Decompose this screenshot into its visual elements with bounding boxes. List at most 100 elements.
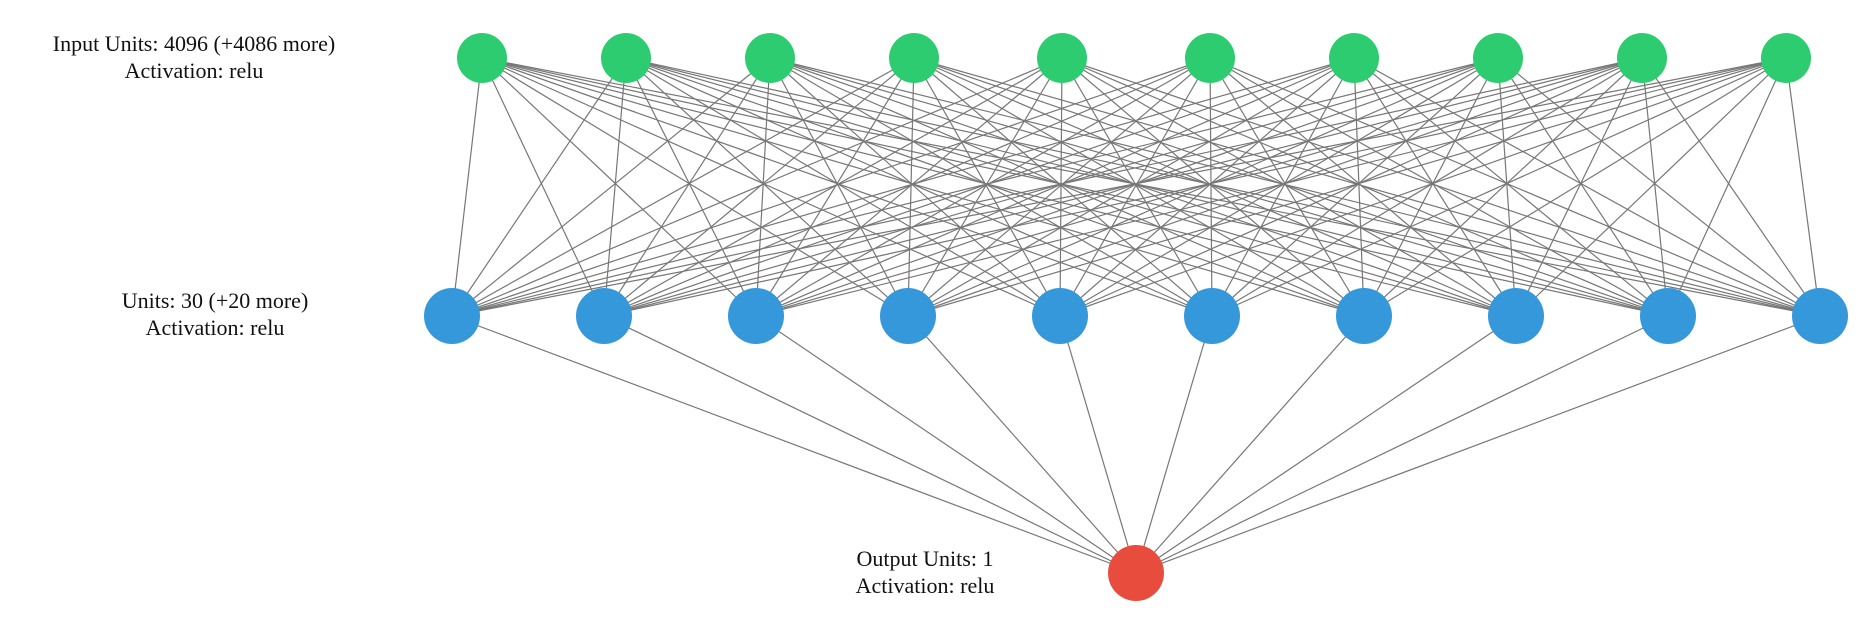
input-node-0 — [457, 33, 507, 83]
node-group — [424, 33, 1848, 601]
edge-input-6-to-hidden-6 — [1353, 57, 1365, 317]
edge-input-6-to-hidden-8 — [1353, 57, 1669, 317]
edge-input-1-to-hidden-5 — [625, 57, 1213, 317]
hidden-node-9 — [1792, 288, 1848, 344]
input-layer-label: Input Units: 4096 (+4086 more) Activatio… — [0, 30, 388, 84]
edge-input-2-to-hidden-4 — [769, 57, 1061, 317]
edge-hidden-2-to-output-0 — [755, 315, 1137, 574]
edge-input-2-to-hidden-5 — [769, 57, 1213, 317]
output-activation-text: Activation: relu — [855, 573, 995, 598]
input-node-1 — [601, 33, 651, 83]
edge-input-1-to-hidden-0 — [451, 57, 627, 317]
hidden-node-5 — [1184, 288, 1240, 344]
edge-input-6-to-hidden-2 — [755, 57, 1355, 317]
input-node-5 — [1185, 33, 1235, 83]
edge-input-0-to-hidden-6 — [481, 57, 1365, 317]
edge-input-8-to-hidden-0 — [451, 57, 1643, 317]
edge-input-5-to-hidden-7 — [1209, 57, 1517, 317]
edge-input-4-to-hidden-7 — [1061, 57, 1517, 317]
edge-input-1-to-hidden-9 — [625, 57, 1821, 317]
input-node-9 — [1761, 33, 1811, 83]
edge-input-7-to-hidden-7 — [1497, 57, 1517, 317]
edge-hidden-3-to-output-0 — [907, 315, 1137, 574]
hidden-node-6 — [1336, 288, 1392, 344]
edge-input-5-to-hidden-9 — [1209, 57, 1821, 317]
edge-input-0-to-hidden-7 — [481, 57, 1517, 317]
edge-input-7-to-hidden-4 — [1059, 57, 1499, 317]
edge-input-6-to-hidden-9 — [1353, 57, 1821, 317]
edge-input-2-to-hidden-8 — [769, 57, 1669, 317]
edge-input-4-to-hidden-4 — [1059, 57, 1063, 317]
edge-hidden-6-to-output-0 — [1135, 315, 1365, 574]
input-node-7 — [1473, 33, 1523, 83]
edge-input-2-to-hidden-6 — [769, 57, 1365, 317]
input-node-8 — [1617, 33, 1667, 83]
edge-input-8-to-hidden-6 — [1363, 57, 1643, 317]
output-node-0 — [1108, 545, 1164, 601]
edge-input-3-to-hidden-8 — [913, 57, 1669, 317]
edge-input-9-to-hidden-0 — [451, 57, 1787, 317]
edge-input-9-to-hidden-8 — [1667, 57, 1787, 317]
edge-hidden-4-to-output-0 — [1059, 315, 1137, 574]
edge-input-9-to-hidden-4 — [1059, 57, 1787, 317]
edge-input-3-to-hidden-9 — [913, 57, 1821, 317]
output-units-text: Output Units: 1 — [856, 546, 994, 571]
edge-input-3-to-hidden-6 — [913, 57, 1365, 317]
edge-input-9-to-hidden-5 — [1211, 57, 1787, 317]
edge-input-0-to-hidden-2 — [481, 57, 757, 317]
edge-input-9-to-hidden-2 — [755, 57, 1787, 317]
edge-input-9-to-hidden-6 — [1363, 57, 1787, 317]
hidden-node-7 — [1488, 288, 1544, 344]
edge-input-3-to-hidden-0 — [451, 57, 915, 317]
edge-input-2-to-hidden-7 — [769, 57, 1517, 317]
edge-input-7-to-hidden-6 — [1363, 57, 1499, 317]
edge-group — [451, 57, 1821, 574]
edge-input-1-to-hidden-1 — [603, 57, 627, 317]
hidden-activation-text: Activation: relu — [145, 315, 285, 340]
input-node-6 — [1329, 33, 1379, 83]
edge-input-1-to-hidden-4 — [625, 57, 1061, 317]
edge-input-8-to-hidden-8 — [1641, 57, 1669, 317]
edge-input-9-to-hidden-1 — [603, 57, 1787, 317]
edge-input-7-to-hidden-9 — [1497, 57, 1821, 317]
edge-input-0-to-hidden-0 — [451, 57, 483, 317]
edge-input-7-to-hidden-1 — [603, 57, 1499, 317]
edge-input-3-to-hidden-1 — [603, 57, 915, 317]
edge-input-0-to-hidden-4 — [481, 57, 1061, 317]
edge-input-4-to-hidden-0 — [451, 57, 1063, 317]
edge-input-0-to-hidden-3 — [481, 57, 909, 317]
edge-input-2-to-hidden-2 — [755, 57, 771, 317]
edge-input-9-to-hidden-3 — [907, 57, 1787, 317]
edge-input-5-to-hidden-8 — [1209, 57, 1669, 317]
hidden-node-4 — [1032, 288, 1088, 344]
edge-input-0-to-hidden-1 — [481, 57, 605, 317]
output-layer-label: Output Units: 1 Activation: relu — [800, 545, 1050, 599]
edge-input-7-to-hidden-3 — [907, 57, 1499, 317]
edge-input-8-to-hidden-5 — [1211, 57, 1643, 317]
edge-input-3-to-hidden-2 — [755, 57, 915, 317]
edge-input-3-to-hidden-5 — [913, 57, 1213, 317]
hidden-node-2 — [728, 288, 784, 344]
edge-input-4-to-hidden-6 — [1061, 57, 1365, 317]
edge-hidden-1-to-output-0 — [603, 315, 1137, 574]
edge-input-3-to-hidden-3 — [907, 57, 915, 317]
edge-input-3-to-hidden-4 — [913, 57, 1061, 317]
edge-input-1-to-hidden-6 — [625, 57, 1365, 317]
edge-hidden-0-to-output-0 — [451, 315, 1137, 574]
edge-input-4-to-hidden-3 — [907, 57, 1063, 317]
edge-input-2-to-hidden-3 — [769, 57, 909, 317]
hidden-layer-label: Units: 30 (+20 more) Activation: relu — [0, 287, 430, 341]
hidden-node-1 — [576, 288, 632, 344]
edge-input-5-to-hidden-5 — [1209, 57, 1213, 317]
hidden-node-8 — [1640, 288, 1696, 344]
edge-input-4-to-hidden-8 — [1061, 57, 1669, 317]
edge-input-6-to-hidden-0 — [451, 57, 1355, 317]
edge-input-4-to-hidden-5 — [1061, 57, 1213, 317]
edge-input-3-to-hidden-7 — [913, 57, 1517, 317]
edge-input-8-to-hidden-9 — [1641, 57, 1821, 317]
edge-input-7-to-hidden-2 — [755, 57, 1499, 317]
hidden-units-text: Units: 30 (+20 more) — [121, 288, 309, 313]
edge-input-0-to-hidden-9 — [481, 57, 1821, 317]
